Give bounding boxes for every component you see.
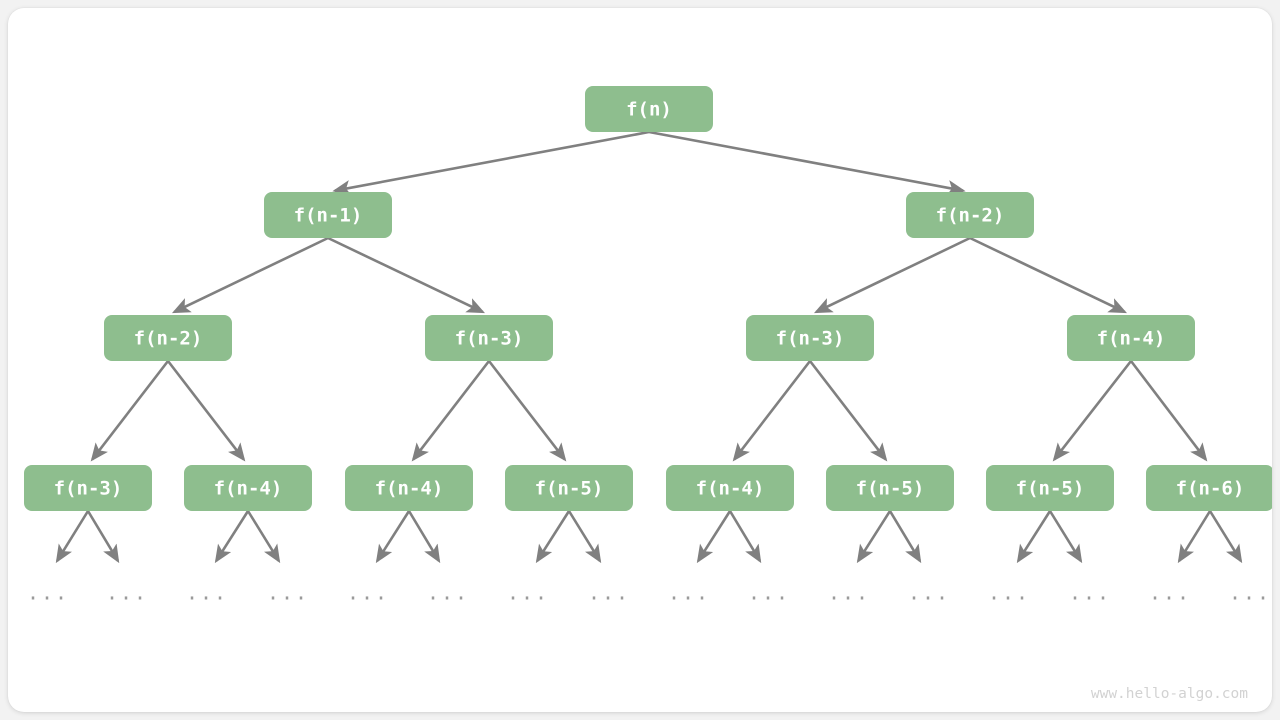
tree-node-box [345,465,473,511]
tree-node-label: f(n-5) [1016,478,1085,500]
tree-node-box [425,315,553,361]
tree-edge [171,236,329,314]
tree-node-label: f(n-6) [1176,478,1245,500]
ellipsis-edge [888,510,922,564]
ellipsis-edge [856,510,892,564]
tree-node-box [505,465,633,511]
tree-node-box [986,465,1114,511]
tree-edge [487,360,567,462]
ellipsis-label: ... [908,581,950,605]
tree-node-label: f(n-4) [214,478,283,500]
tree-node-label: f(n-3) [54,478,123,500]
tree-edge [648,130,966,196]
ellipsis-label: ... [267,581,309,605]
tree-node-label: f(n-4) [1097,328,1166,350]
tree-node-label: f(n-4) [696,478,765,500]
ellipsis-label: ... [988,581,1030,605]
ellipsis-edge [407,510,441,564]
ellipsis-label: ... [588,581,630,605]
tree-node-label: f(n-1) [294,205,363,227]
ellipsis-label: ... [1149,581,1191,605]
tree-edge [732,360,812,462]
tree-node-label: f(n-4) [375,478,444,500]
ellipsis-edge [55,510,90,564]
tree-node-label: f(n-2) [936,205,1005,227]
tree-node[interactable]: f(n-5) [826,465,954,511]
tree-node-box [264,192,392,238]
ellipsis-label: ... [347,581,389,605]
tree-edge [166,360,246,462]
tree-node-label: f(n) [626,99,672,121]
ellipsis-edge [375,510,411,564]
tree-node-box [585,86,713,132]
tree-edge [411,360,491,462]
tree-edge [1129,360,1208,462]
tree-edge [808,360,888,462]
tree-node-box [666,465,794,511]
ellipsis-label: ... [1229,581,1271,605]
tree-node-box [826,465,954,511]
tree-node[interactable]: f(n-4) [666,465,794,511]
watermark-label: www.hello-algo.com [1091,686,1248,702]
tree-node[interactable]: f(n-4) [1067,315,1195,361]
recursion-tree-svg: f(n) f(n-1) f(n-2) f(n-2) f(n-3) f(n-3) f(n-4)… [24,86,1272,702]
tree-node[interactable]: f(n-1) [264,192,392,238]
tree-node-label: f(n-3) [776,328,845,350]
ellipsis-edge [1208,510,1243,564]
edges-layer [90,130,1208,462]
ellipsis-edge [728,510,762,564]
ellipsis-label: ... [106,581,148,605]
tree-node-box [746,315,874,361]
ellipsis-edge [246,510,281,564]
ellipsis-label: ... [1069,581,1111,605]
tree-node[interactable]: f(n-5) [986,465,1114,511]
ellipsis-edge [567,510,602,564]
tree-node[interactable]: f(n-2) [104,315,232,361]
tree-edge [327,236,486,314]
tree-edge [332,130,650,196]
ellipsis-edges-layer [55,510,1243,564]
tree-node[interactable]: f(n-3) [746,315,874,361]
ellipsis-edge [696,510,732,564]
tree-node[interactable]: f(n-3) [24,465,152,511]
ellipsis-label: ... [668,581,710,605]
tree-node-box [184,465,312,511]
tree-node-box [24,465,152,511]
ellipsis-edge [1177,510,1212,564]
tree-node-box [906,192,1034,238]
ellipsis-edge [1048,510,1083,564]
tree-node-box [1146,465,1272,511]
tree-node[interactable]: f(n-2) [906,192,1034,238]
tree-node-label: f(n-2) [134,328,203,350]
ellipsis-layer: ........................................… [27,581,1271,605]
tree-node-box [1067,315,1195,361]
ellipsis-label: ... [748,581,790,605]
ellipsis-edge [86,510,120,564]
tree-node-box [104,315,232,361]
tree-node[interactable]: f(n-5) [505,465,633,511]
ellipsis-edge [214,510,250,564]
tree-edge [1052,360,1133,462]
tree-node[interactable]: f(n-3) [425,315,553,361]
nodes-layer: f(n) f(n-1) f(n-2) f(n-2) f(n-3) f(n-3) f(n-4)… [24,86,1272,511]
ellipsis-label: ... [27,581,69,605]
ellipsis-label: ... [427,581,469,605]
tree-edge [90,360,170,462]
tree-node-label: f(n-5) [856,478,925,500]
tree-node-label: f(n-5) [535,478,604,500]
tree-node[interactable]: f(n-6) [1146,465,1272,511]
tree-node[interactable]: f(n) [585,86,713,132]
tree-edge [813,236,971,314]
ellipsis-label: ... [507,581,549,605]
tree-node-label: f(n-3) [455,328,524,350]
tree-edge [969,236,1128,314]
ellipsis-label: ... [828,581,870,605]
ellipsis-label: ... [186,581,228,605]
ellipsis-edge [1016,510,1052,564]
diagram-card: f(n) f(n-1) f(n-2) f(n-2) f(n-3) f(n-3) f(n-4)… [8,8,1272,712]
tree-node[interactable]: f(n-4) [184,465,312,511]
ellipsis-edge [535,510,571,564]
tree-node[interactable]: f(n-4) [345,465,473,511]
